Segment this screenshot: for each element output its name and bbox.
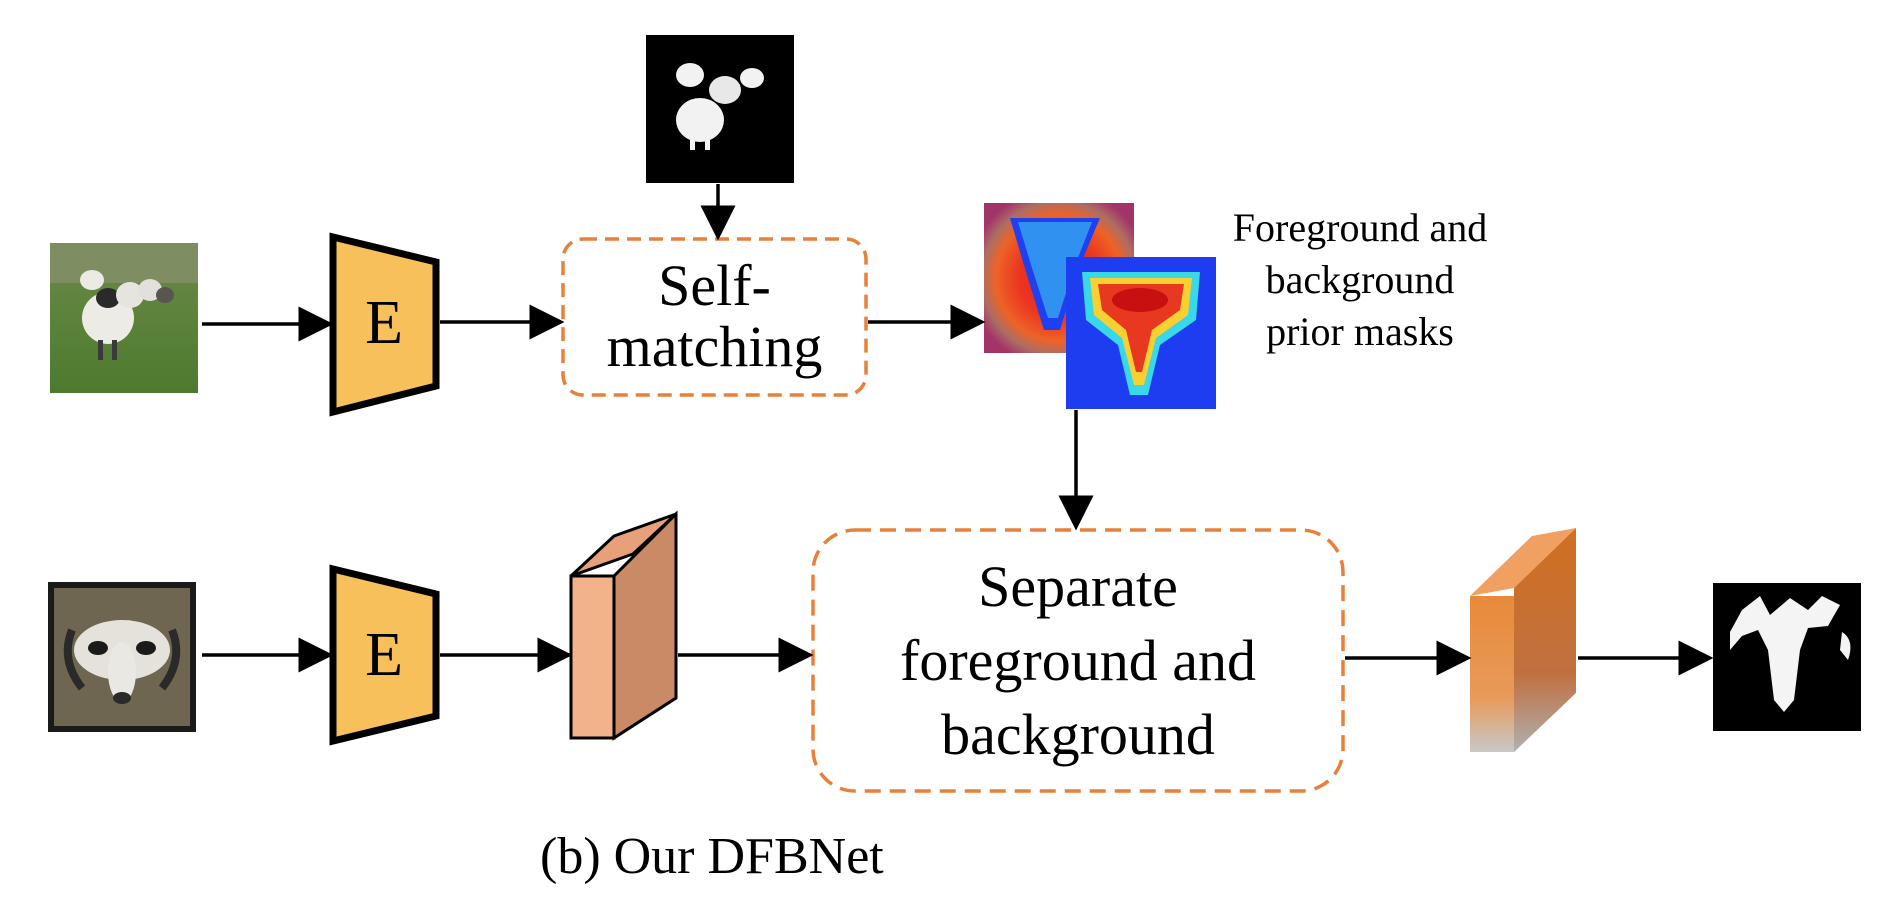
encoder-top-shape <box>329 232 440 417</box>
output-mask-image <box>1713 583 1861 731</box>
connector-arrows <box>202 184 1714 676</box>
encoder-bottom-label: E <box>365 621 403 690</box>
encoder-top-label: E <box>365 289 403 358</box>
sheep-image <box>50 243 198 393</box>
feature-map-block <box>569 510 678 741</box>
prior-masks-label: Foreground and background prior masks <box>1232 205 1488 354</box>
heatmap-bg-image <box>1066 257 1216 409</box>
sheep-closeup-image <box>48 582 196 732</box>
top-mask-image <box>646 35 794 183</box>
separate-label: Separate foreground and background <box>900 553 1256 768</box>
encoder-bottom-shape <box>329 564 440 746</box>
figure-caption: (b) Our DFBNet <box>540 828 884 885</box>
output-feature-block <box>1470 528 1576 752</box>
self-matching-label: Self- matching <box>606 253 823 379</box>
